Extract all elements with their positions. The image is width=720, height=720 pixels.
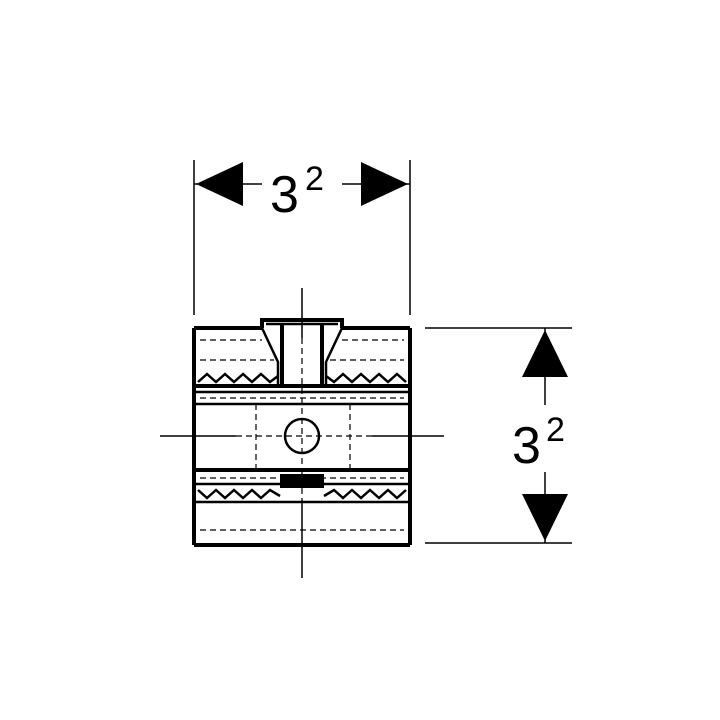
upper-seal-zigzag-right (325, 372, 407, 384)
width-arrow-left (196, 162, 243, 206)
height-superscript: 2 (546, 411, 565, 449)
height-arrow-bottom (522, 494, 568, 541)
lower-seal-zigzag-right (323, 488, 407, 500)
lower-coupling-block (280, 474, 324, 488)
upper-seal-zigzag-left (197, 372, 279, 384)
fitting-body (192, 318, 412, 547)
width-value: 3 (270, 166, 299, 224)
side-inlet-circle (283, 417, 321, 455)
width-dimension: 3 2 (193, 160, 411, 315)
width-superscript: 2 (305, 160, 324, 198)
centerlines (160, 288, 444, 578)
top-socket-rim (260, 318, 344, 328)
width-arrow-right (361, 162, 408, 206)
height-dimension: 3 2 (425, 327, 572, 544)
lower-seal-zigzag-left (197, 488, 281, 500)
height-arrow-top (522, 330, 568, 377)
height-value: 3 (512, 417, 541, 475)
